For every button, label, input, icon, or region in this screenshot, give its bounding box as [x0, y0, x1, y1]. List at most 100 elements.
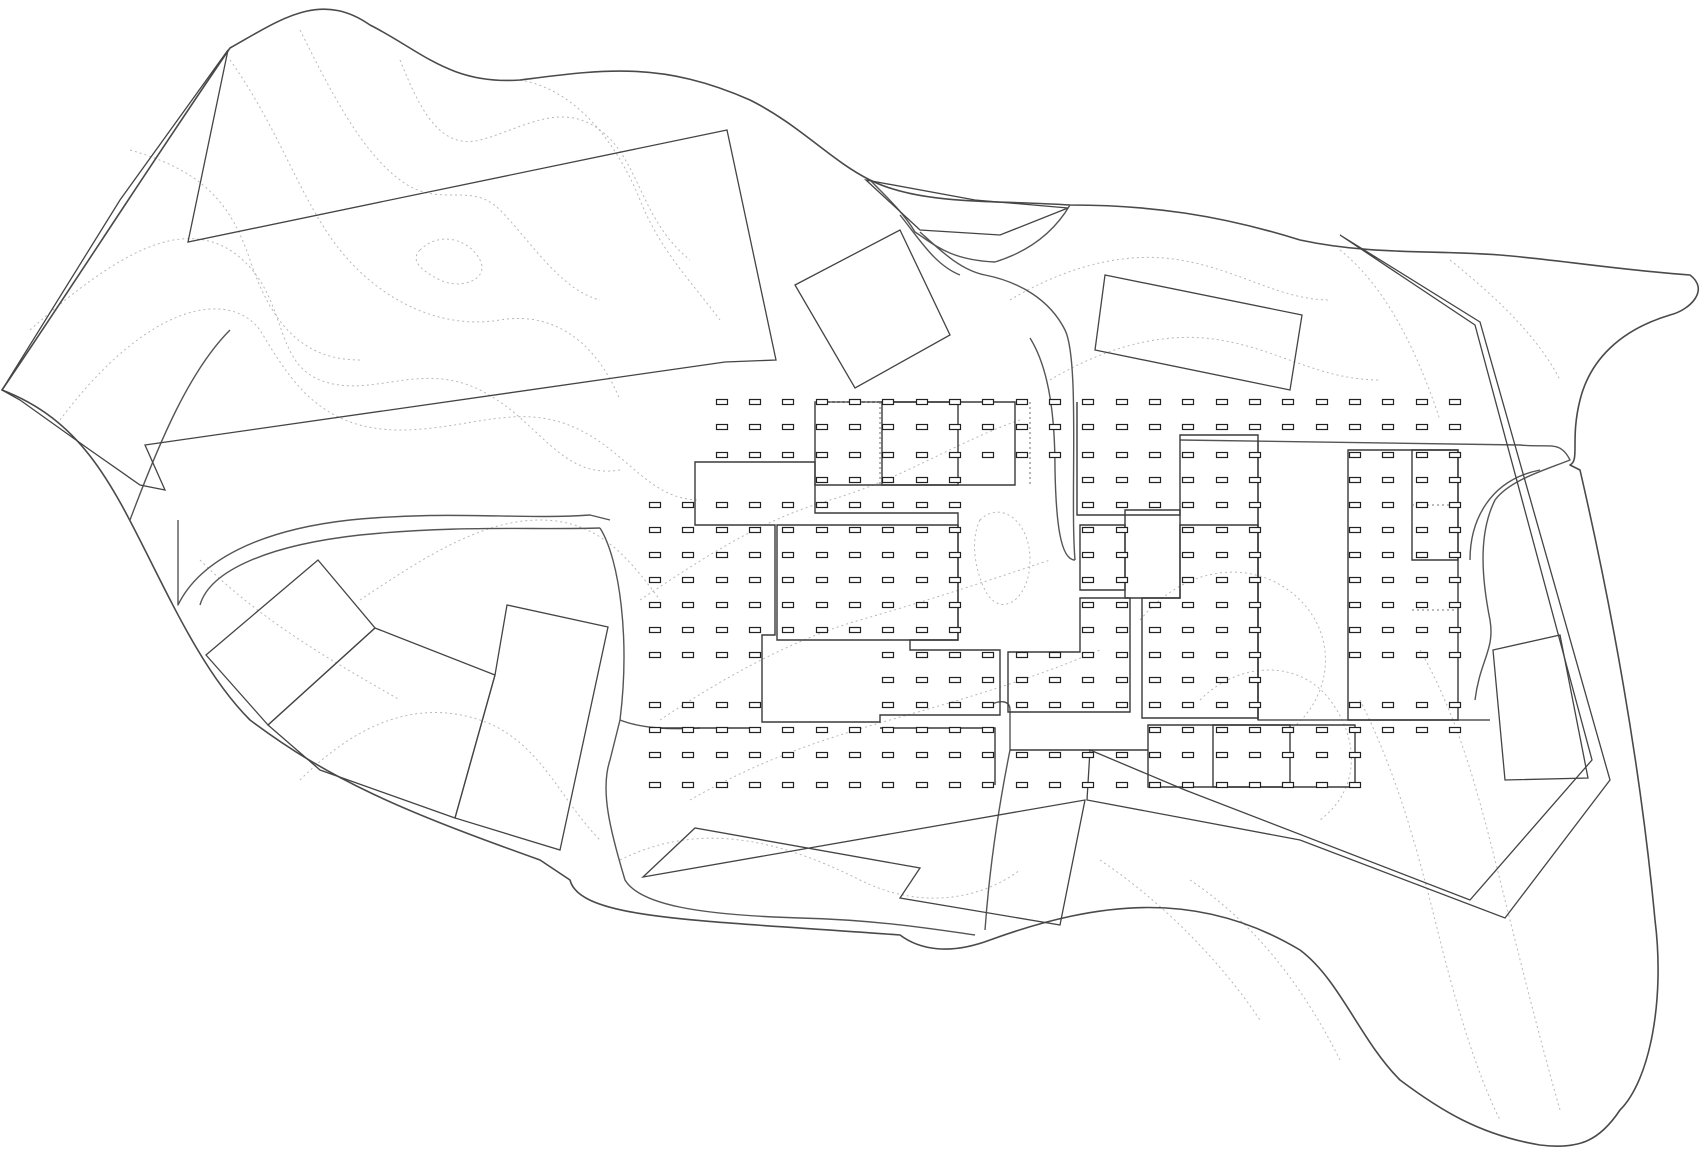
building-unit: [1248, 451, 1262, 459]
building-unit: [1115, 751, 1129, 759]
building-unit: [848, 423, 862, 431]
building-unit: [1215, 601, 1229, 609]
building-unit: [1181, 751, 1195, 759]
building-unit: [815, 551, 829, 559]
building-unit: [781, 751, 795, 759]
building-unit: [981, 676, 995, 684]
building-unit: [915, 601, 929, 609]
building-unit: [915, 751, 929, 759]
building-unit: [715, 626, 729, 634]
building-unit: [1115, 626, 1129, 634]
building-unit: [981, 726, 995, 734]
building-unit: [1381, 651, 1395, 659]
building-unit: [948, 651, 962, 659]
building-unit: [915, 476, 929, 484]
building-unit: [1415, 451, 1429, 459]
building-unit: [781, 501, 795, 509]
building-unit: [915, 576, 929, 584]
building-unit: [848, 726, 862, 734]
building-unit: [815, 398, 829, 406]
building-unit: [881, 601, 895, 609]
building-unit: [1448, 551, 1462, 559]
building-unit: [1181, 676, 1195, 684]
building-unit: [1448, 651, 1462, 659]
building-unit: [1215, 781, 1229, 789]
building-unit: [1215, 501, 1229, 509]
building-unit: [1448, 526, 1462, 534]
building-unit: [648, 501, 662, 509]
building-unit: [681, 551, 695, 559]
building-unit: [1248, 601, 1262, 609]
building-unit: [648, 601, 662, 609]
building-unit: [848, 551, 862, 559]
building-unit: [1048, 701, 1062, 709]
road-network: [129, 179, 1571, 936]
building-unit: [1315, 398, 1329, 406]
building-unit: [1381, 423, 1395, 431]
building-unit: [1181, 423, 1195, 431]
building-unit: [1148, 726, 1162, 734]
building-unit: [1281, 398, 1295, 406]
building-unit: [1381, 576, 1395, 584]
building-unit: [948, 726, 962, 734]
building-unit: [1248, 501, 1262, 509]
building-unit: [981, 701, 995, 709]
building-unit: [1081, 451, 1095, 459]
building-unit: [1248, 551, 1262, 559]
building-unit: [781, 551, 795, 559]
building-unit: [1081, 398, 1095, 406]
building-unit: [815, 476, 829, 484]
building-unit: [1415, 576, 1429, 584]
building-unit: [1115, 551, 1129, 559]
building-unit: [915, 701, 929, 709]
building-unit: [648, 576, 662, 584]
building-unit: [915, 651, 929, 659]
building-unit: [881, 651, 895, 659]
building-unit: [648, 751, 662, 759]
building-unit: [1381, 601, 1395, 609]
building-unit: [715, 726, 729, 734]
building-unit: [1248, 626, 1262, 634]
building-unit: [748, 626, 762, 634]
building-unit: [1415, 601, 1429, 609]
building-unit: [1248, 526, 1262, 534]
building-unit: [1148, 626, 1162, 634]
building-unit: [881, 451, 895, 459]
building-unit: [1148, 501, 1162, 509]
building-unit: [1415, 423, 1429, 431]
building-unit: [1215, 626, 1229, 634]
building-unit: [1448, 398, 1462, 406]
building-unit: [881, 726, 895, 734]
building-unit: [715, 551, 729, 559]
building-unit: [1015, 423, 1029, 431]
parcel-southwest-c: [454, 604, 609, 851]
building-units: [648, 398, 1462, 789]
building-unit: [715, 701, 729, 709]
building-unit: [1181, 576, 1195, 584]
building-unit: [915, 676, 929, 684]
building-unit: [815, 576, 829, 584]
building-unit: [1348, 576, 1362, 584]
building-unit: [781, 726, 795, 734]
building-unit: [1248, 423, 1262, 431]
building-unit: [915, 526, 929, 534]
building-unit: [681, 601, 695, 609]
building-unit: [1148, 398, 1162, 406]
building-unit: [1081, 701, 1095, 709]
building-unit: [1215, 651, 1229, 659]
building-unit: [1415, 701, 1429, 709]
building-unit: [1215, 701, 1229, 709]
building-unit: [815, 726, 829, 734]
building-unit: [781, 601, 795, 609]
building-unit: [1181, 398, 1195, 406]
building-unit: [848, 781, 862, 789]
building-unit: [848, 626, 862, 634]
building-unit: [1248, 651, 1262, 659]
building-unit: [681, 501, 695, 509]
building-unit: [881, 398, 895, 406]
building-unit: [1248, 751, 1262, 759]
building-unit: [981, 781, 995, 789]
building-unit: [915, 398, 929, 406]
building-unit: [1148, 751, 1162, 759]
building-unit: [948, 526, 962, 534]
